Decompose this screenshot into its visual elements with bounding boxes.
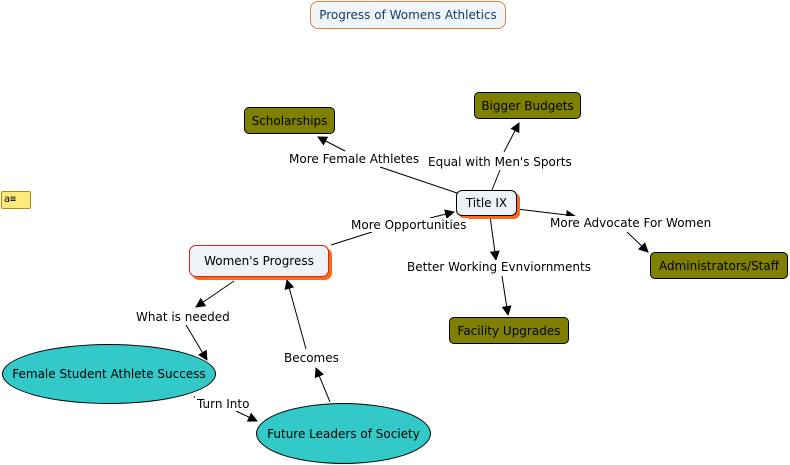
connector-opportunities-to-title-ix [429,209,455,220]
connector-label-to-scholarships [317,136,346,152]
connector-title-ix-to-better [489,215,500,261]
node-bigger-budgets-label: Bigger Budgets [481,98,574,113]
node-administrators-label: Administrators/Staff [658,258,780,273]
connector-advocate-to-admin [626,231,649,253]
connector-equal-to-budgets [503,122,520,153]
node-administrators-staff[interactable]: Administrators/Staff [650,252,788,279]
link-label-more-female-athletes: More Female Athletes [287,152,422,166]
connector-progress-to-needed [195,280,235,308]
link-label-what-is-needed: What is needed [134,310,232,324]
connector-becomes-to-progress [284,279,307,350]
node-future-leaders-label: Future Leaders of Society [267,426,420,441]
node-facility-upgrades-label: Facility Upgrades [457,323,561,338]
node-facility-upgrades[interactable]: Facility Upgrades [449,317,569,344]
node-scholarships[interactable]: Scholarships [244,107,335,134]
link-label-becomes: Becomes [282,351,341,365]
map-title: Progress of Womens Athletics [310,1,506,29]
connector-better-to-facility [501,275,512,316]
connector-turn-to-leaders [235,410,258,422]
connector-title-ix-to-advocate [516,208,576,220]
node-student-success-label: Female Student Athlete Success [12,367,206,381]
node-title-ix[interactable]: Title IX [456,190,517,216]
map-title-text: Progress of Womens Athletics [319,8,497,22]
link-label-better-working: Better Working Evnviornments [405,260,593,274]
link-label-more-opportunities: More Opportunities [349,218,469,232]
node-student-athlete-success[interactable]: Female Student Athlete Success [2,344,216,404]
connector-leaders-to-becomes [314,367,331,403]
node-bigger-budgets[interactable]: Bigger Budgets [474,92,581,119]
connector-title-ix-to-equal [491,169,501,191]
node-title-ix-label: Title IX [465,196,508,210]
link-label-equal-mens-sports: Equal with Men's Sports [426,155,574,169]
connector-needed-to-success [185,324,208,361]
link-label-turn-into: Turn Into [195,397,252,411]
link-label-more-advocate: More Advocate For Women [548,216,714,230]
connector-title-ix-to-label [379,166,458,194]
node-womens-progress-label: Women's Progress [204,254,314,268]
node-womens-progress[interactable]: Women's Progress [189,245,329,277]
node-future-leaders[interactable]: Future Leaders of Society [256,403,431,464]
note-icon[interactable]: a≡ [1,191,31,209]
node-scholarships-label: Scholarships [251,113,328,128]
connector-progress-to-opportunities [330,231,373,246]
